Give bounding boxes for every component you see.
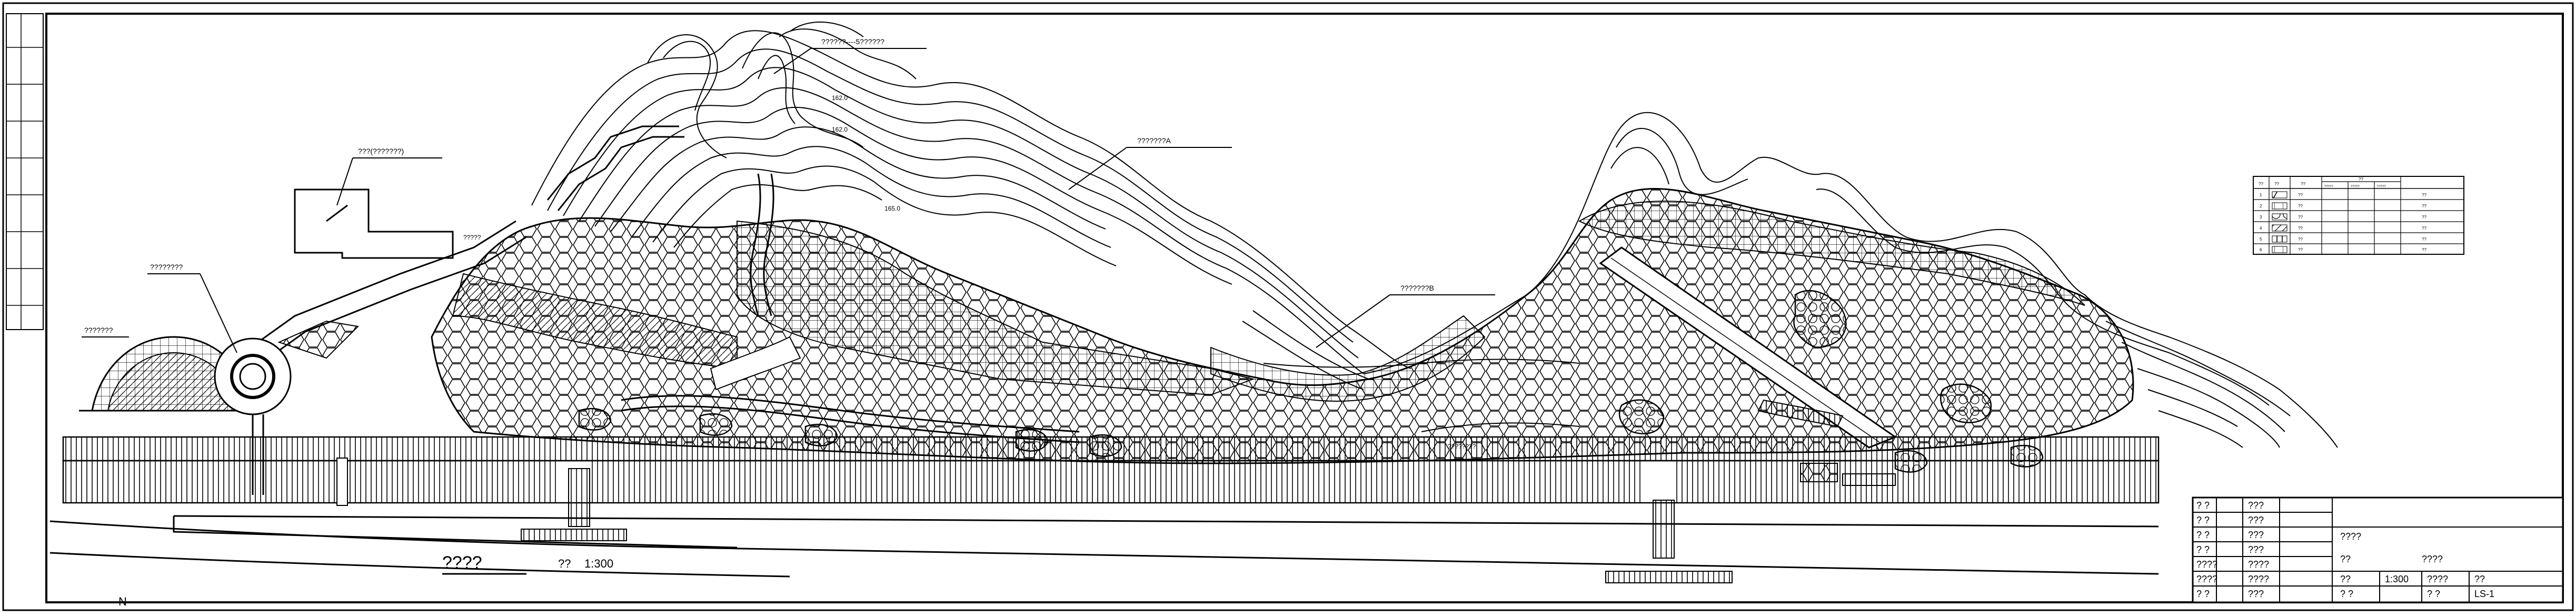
drawing-title: ???? ?? 1:300 N xyxy=(118,553,613,608)
callout-leaders xyxy=(82,48,1495,353)
tb-role: ? ? xyxy=(2196,500,2210,511)
west-plaza xyxy=(91,320,360,495)
legend-row-no: 4 xyxy=(2260,226,2262,231)
legend-header-2: ?? xyxy=(2274,182,2279,186)
tb-project: ???? xyxy=(2340,531,2361,542)
legend-row-unit: ?? xyxy=(2422,204,2426,208)
callout-plaza: ???????? xyxy=(150,263,183,271)
roundabout xyxy=(214,337,292,415)
legend-swatches xyxy=(2272,191,2287,253)
legend-row-no: 6 xyxy=(2260,247,2262,252)
tb-name: ??? xyxy=(2248,515,2264,525)
drawing-title-text: ???? xyxy=(442,553,482,573)
legend-row-no: 3 xyxy=(2260,215,2262,220)
scale-prefix: ?? xyxy=(558,557,571,570)
legend-row-name: ?? xyxy=(2298,247,2303,252)
legend-header-1: ?? xyxy=(2259,182,2263,186)
tb-name: ???? xyxy=(2248,574,2269,584)
callout-small-a: ????? xyxy=(463,234,481,241)
tb-role: ? ? xyxy=(2196,515,2210,525)
road xyxy=(49,515,2159,578)
tb-role: ? ? xyxy=(2196,530,2210,540)
legend-row-unit: ?? xyxy=(2422,247,2426,252)
legend-header-3: ?? xyxy=(2301,182,2305,186)
legend-row-name: ?? xyxy=(2298,226,2303,231)
legend-row-name: ?? xyxy=(2298,215,2303,220)
callout-slope-b: ???????B xyxy=(1400,284,1434,292)
legend-row-name: ?? xyxy=(2298,193,2303,197)
tb-role: ? ? xyxy=(2196,544,2210,555)
callout-building: ???(???????) xyxy=(358,147,404,155)
legend-row-name: ?? xyxy=(2298,237,2303,242)
tb-name: ??? xyxy=(2248,500,2264,511)
legend-row-name: ?? xyxy=(2298,204,2303,208)
callout-texts: ??????----5?????? ???????A ???????B ???(… xyxy=(84,37,1476,450)
tb-bottom-b: ? ? xyxy=(2427,589,2440,599)
tb-role: ???? xyxy=(2196,574,2217,584)
parking-strip xyxy=(62,436,2160,583)
legend-row-no: 1 xyxy=(2260,193,2262,197)
callout-top: ??????----5?????? xyxy=(821,37,884,46)
tb-value-a: ???? xyxy=(2422,554,2443,564)
legend-row-unit: ?? xyxy=(2422,237,2426,242)
tb-role: ???? xyxy=(2196,559,2217,570)
contour-label-3: 165.0 xyxy=(884,205,900,212)
legend-subheader-3: ????? xyxy=(2377,185,2386,188)
legend-row-no: 5 xyxy=(2260,237,2262,242)
corner-mark: N xyxy=(118,595,127,608)
tb-name: ??? xyxy=(2248,544,2264,555)
tb-scale-label: ?? xyxy=(2340,574,2351,584)
binding-strip xyxy=(6,13,44,330)
legend-subheader-1: ????? xyxy=(2324,185,2333,188)
contour-label-1: 162.0 xyxy=(832,94,848,102)
callout-small-b: ???????? xyxy=(1448,443,1476,450)
callout-roundabout: ??????? xyxy=(84,326,113,334)
tb-name: ???? xyxy=(2248,559,2269,570)
building xyxy=(294,188,454,259)
tb-name: ??? xyxy=(2248,589,2264,599)
tb-scale-value: 1:300 xyxy=(2385,574,2409,584)
legend-row-no: 2 xyxy=(2260,204,2262,208)
legend-row-unit: ?? xyxy=(2422,193,2426,197)
legend-row-unit: ?? xyxy=(2422,226,2426,231)
inner-border xyxy=(45,13,2564,603)
legend-row-unit: ?? xyxy=(2422,215,2426,220)
legend-table: ?? ?? ?? ?? ????? ????? ????? 1 ?? ?? 2 … xyxy=(2253,176,2464,255)
scale-value: 1:300 xyxy=(584,557,613,570)
tb-name: ??? xyxy=(2248,530,2264,540)
callout-slope-a: ???????A xyxy=(1137,136,1171,145)
title-block-left-rows: ? ? ??? ? ? ??? ? ? ??? ? ? ??? ???? ???… xyxy=(2196,500,2269,599)
paving-band xyxy=(431,188,2134,464)
legend-header-4: ?? xyxy=(2359,177,2363,182)
tb-sheet-label: ?? xyxy=(2474,574,2485,584)
legend-subheader-2: ????? xyxy=(2351,185,2360,188)
tb-label-a: ?? xyxy=(2340,554,2351,564)
contour-lines xyxy=(531,21,2338,448)
tb-date-label: ???? xyxy=(2427,574,2448,584)
legend-rows: 1 ?? ?? 2 ?? ?? 3 ?? ?? 4 ?? ?? 5 ?? ?? … xyxy=(2260,193,2426,252)
title-block: ? ? ??? ? ? ??? ? ? ??? ? ? ??? ???? ???… xyxy=(2192,496,2564,603)
tb-role: ? ? xyxy=(2196,589,2210,599)
tb-bottom-a: ? ? xyxy=(2340,589,2353,599)
tb-sheet-no: LS-1 xyxy=(2474,589,2494,599)
contour-label-2: 162.0 xyxy=(832,126,848,133)
